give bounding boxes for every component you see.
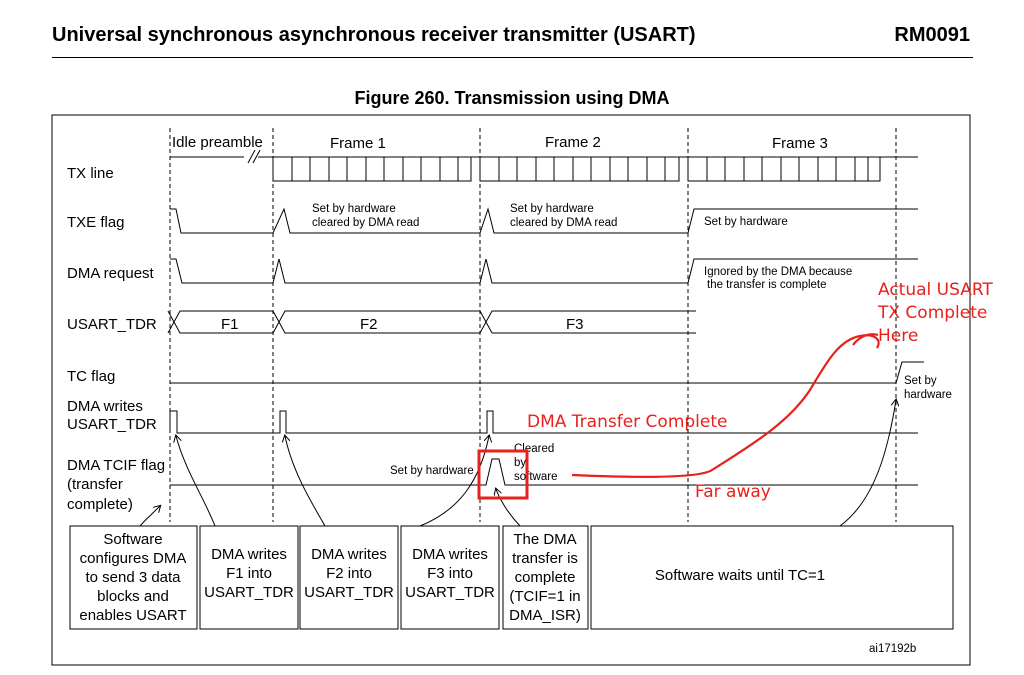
signal-label-dma-tcif: DMA TCIF flag	[67, 457, 165, 474]
dma-writes-waveform	[169, 410, 918, 434]
signal-label-complete: complete)	[67, 496, 133, 513]
dma-request-waveform	[170, 258, 918, 284]
box-3-line-2: F2 into	[326, 565, 372, 582]
description-boxes	[69, 525, 954, 630]
time-markers	[169, 128, 897, 522]
box-5-line-2: transfer is	[512, 550, 578, 567]
box-1-line-4: blocks and	[97, 588, 169, 605]
phase-label-idle-preamble: Idle preamble	[172, 134, 263, 151]
txe-note-f2-set: Set by hardware	[510, 203, 594, 215]
dma-ignored-note-2: the transfer is complete	[707, 279, 827, 291]
box-2-line-1: DMA writes	[211, 546, 287, 563]
box-5-line-3: complete	[515, 569, 576, 586]
figure-caption: Figure 260. Transmission using DMA	[354, 88, 670, 108]
signal-label-dma-writes-tdr: USART_TDR	[67, 416, 157, 433]
annotation-actual-usart-2: TX Complete	[877, 303, 987, 323]
box-3-line-1: DMA writes	[311, 546, 387, 563]
box-1-line-1: Software	[103, 531, 162, 548]
tc-flag-waveform	[170, 361, 924, 384]
diagram-frame	[51, 114, 971, 666]
phase-label-frame-1: Frame 1	[330, 135, 386, 152]
box-5-line-1: The DMA	[513, 531, 576, 548]
signal-label-transfer: (transfer	[67, 476, 123, 493]
header-divider	[52, 57, 973, 58]
document-reference: RM0091	[894, 24, 970, 46]
txe-flag-waveform	[170, 207, 918, 234]
tdr-value-f1: F1	[221, 316, 239, 333]
txe-note-f1-set: Set by hardware	[312, 203, 396, 215]
tcif-cleared-note-2: by	[514, 457, 526, 469]
box-4-line-2: F3 into	[427, 565, 473, 582]
box-5-line-4: (TCIF=1 in	[509, 588, 580, 605]
tcif-cleared-note-3: software	[514, 471, 557, 483]
signal-label-tx-line: TX line	[67, 165, 114, 182]
txe-note-f1-cleared: cleared by DMA read	[312, 217, 419, 229]
red-arrow-head	[852, 333, 879, 346]
box-4-line-3: USART_TDR	[405, 584, 495, 601]
tdr-value-f3: F3	[566, 316, 584, 333]
tx-bit-dividers	[291, 157, 869, 181]
box-4-line-1: DMA writes	[412, 546, 488, 563]
tc-set-note-1: Set by	[904, 375, 937, 387]
annotation-far-away: Far away	[695, 482, 771, 502]
box-3-line-3: USART_TDR	[304, 584, 394, 601]
annotation-dma-transfer-complete: DMA Transfer Complete	[527, 412, 727, 432]
txe-note-f3-set: Set by hardware	[704, 216, 788, 228]
figure-id: ai17192b	[869, 643, 916, 655]
signal-label-tc-flag: TC flag	[67, 368, 115, 385]
box-1-line-3: to send 3 data	[85, 569, 181, 586]
dma-tcif-waveform	[170, 458, 918, 486]
tc-set-note-2: hardware	[904, 389, 952, 401]
tcif-highlight-box	[477, 449, 529, 500]
tcif-set-note: Set by hardware	[390, 465, 474, 477]
box-2-line-2: F1 into	[226, 565, 272, 582]
signal-label-dma-request: DMA request	[67, 265, 155, 282]
signal-label-usart-tdr: USART_TDR	[67, 316, 157, 333]
red-annotation-curve	[571, 334, 880, 478]
tdr-value-f2: F2	[360, 316, 378, 333]
annotation-actual-usart-1: Actual USART	[878, 280, 993, 300]
box-1-line-5: enables USART	[79, 607, 186, 624]
usart-tdr-bus	[167, 310, 696, 334]
txe-note-f2-cleared: cleared by DMA read	[510, 217, 617, 229]
phase-label-frame-2: Frame 2	[545, 134, 601, 151]
box-5-line-5: DMA_ISR)	[509, 607, 581, 624]
box-1-line-2: configures DMA	[80, 550, 187, 567]
tcif-cleared-note-1: Cleared	[514, 443, 554, 455]
phase-label-frame-3: Frame 3	[772, 135, 828, 152]
page-header-title: Universal synchronous asynchronous recei…	[52, 24, 696, 46]
box-2-line-3: USART_TDR	[204, 584, 294, 601]
signal-label-txe-flag: TXE flag	[67, 214, 125, 231]
box-6-text: Software waits until TC=1	[655, 567, 825, 584]
dma-ignored-note-1: Ignored by the DMA because	[704, 266, 852, 278]
annotation-actual-usart-3: Here	[878, 326, 918, 346]
signal-label-dma-writes: DMA writes	[67, 398, 143, 415]
tx-line-waveform	[170, 149, 918, 182]
